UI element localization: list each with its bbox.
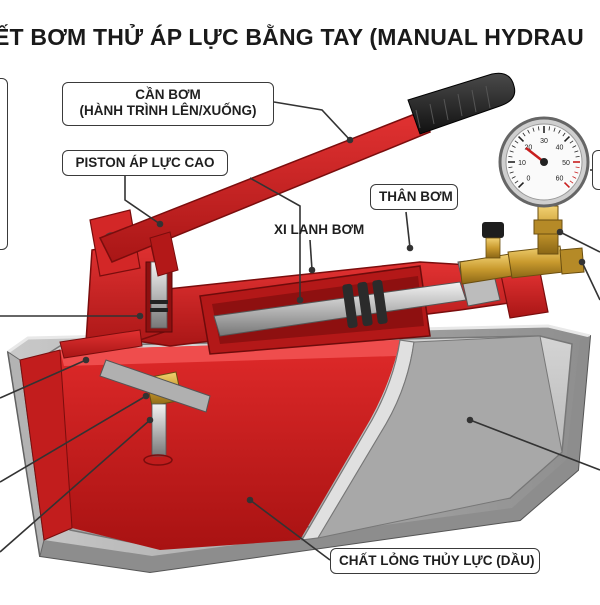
label-box-offscreen-right [592, 150, 600, 190]
gauge-tick [511, 176, 516, 179]
gauge-assembly: 0 10 20 30 40 50 60 [459, 116, 590, 285]
gauge-tick [514, 140, 519, 144]
label-can-bom-line2: (HÀNH TRÌNH LÊN/XUỐNG) [79, 103, 257, 118]
gauge-tick [575, 166, 580, 169]
gauge-scale-label: 50 [562, 160, 570, 167]
gauge-scale-label: 10 [518, 160, 526, 167]
gauge-tick [574, 171, 579, 174]
gauge-tick [527, 129, 530, 134]
release-valve [99, 359, 211, 466]
gauge-tick [569, 180, 574, 184]
gauge-tick [537, 126, 540, 131]
gauge-tick [511, 145, 516, 148]
gauge-tick [575, 155, 580, 158]
diagram-title: ẾT BƠM THỬ ÁP LỰC BẰNG TAY (MANUAL HYDRA… [0, 24, 584, 50]
gauge-tick [508, 155, 513, 158]
gauge-tick [558, 129, 561, 134]
label-than-bom: THÂN BƠM [370, 184, 458, 210]
gauge-tick [572, 145, 577, 148]
gauge-tick [572, 176, 577, 179]
label-can-bom-line1: CẦN BƠM [135, 87, 201, 102]
gauge-tick [514, 180, 519, 184]
gauge-tick [509, 150, 514, 153]
hydraulic-oil [19, 335, 563, 550]
gauge-scale-label: 40 [556, 144, 564, 151]
gauge-tick [563, 135, 571, 143]
gauge-scale-label: 20 [525, 144, 533, 151]
gauge-tick [532, 127, 535, 132]
gauge-scale-label: 60 [556, 176, 564, 183]
gauge-tick [517, 135, 525, 143]
label-box-offscreen-left [0, 78, 8, 250]
gauge-ticks [508, 126, 580, 189]
gauge-tick [508, 166, 513, 169]
gauge-tick [548, 126, 551, 131]
gauge-tick [553, 127, 556, 132]
label-xi-lanh: XI LANH BƠM [274, 222, 365, 237]
gauge-tick [517, 181, 525, 189]
leader-lines [0, 101, 600, 561]
gauge-scale-label: 0 [526, 176, 530, 183]
gauge-tick [509, 171, 514, 174]
gauge-tick [563, 181, 571, 189]
gauge-tick [569, 140, 574, 144]
gauge-scale-label: 30 [540, 138, 548, 145]
gauge-tick [574, 150, 579, 153]
gauge-scale: 0 10 20 30 40 50 60 [518, 138, 570, 183]
label-chat-long: CHẤT LỎNG THỦY LỰC (DẦU) [330, 548, 540, 574]
label-piston: PISTON ÁP LỰC CAO [62, 150, 228, 176]
gauge-tick [562, 132, 566, 137]
label-can-bom: CẦN BƠM (HÀNH TRÌNH LÊN/XUỐNG) [62, 82, 274, 126]
gauge-tick [522, 132, 526, 137]
